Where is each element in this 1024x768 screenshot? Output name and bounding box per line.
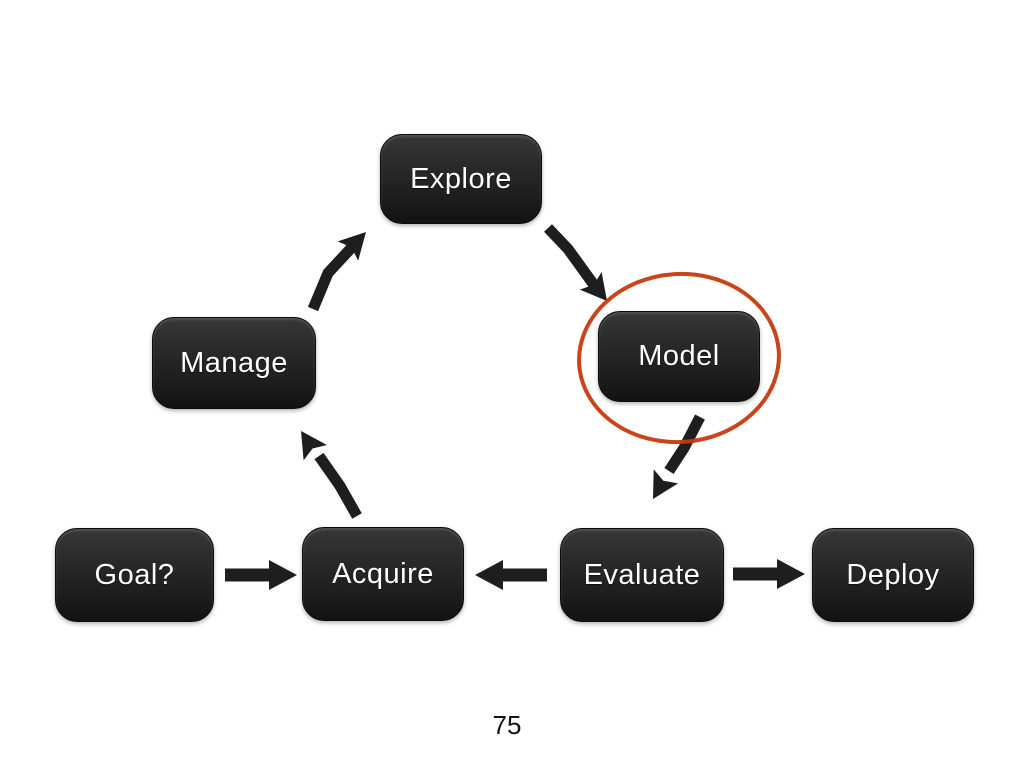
arrow-evaluate-to-deploy bbox=[733, 559, 805, 589]
arrow-evaluate-to-acquire bbox=[475, 560, 547, 590]
node-evaluate-label: Evaluate bbox=[583, 558, 701, 591]
arrow-manage-to-explore bbox=[307, 232, 366, 312]
page-number: 75 bbox=[492, 710, 522, 740]
node-acquire: Acquire bbox=[302, 527, 464, 621]
node-deploy: Deploy bbox=[812, 528, 974, 622]
arrow-goal-to-acquire bbox=[225, 560, 297, 590]
node-explore: Explore bbox=[380, 134, 542, 224]
node-model: Model bbox=[598, 311, 760, 402]
node-explore-label: Explore bbox=[410, 162, 512, 195]
node-manage: Manage bbox=[152, 317, 316, 409]
arrow-explore-to-model bbox=[544, 224, 607, 301]
arrow-model-to-evaluate bbox=[653, 414, 705, 499]
node-deploy-label: Deploy bbox=[846, 558, 940, 591]
arrow-acquire-to-manage bbox=[301, 431, 362, 519]
node-model-label: Model bbox=[638, 340, 720, 372]
node-goal-label: Goal? bbox=[94, 558, 175, 591]
node-manage-label: Manage bbox=[180, 346, 288, 379]
node-evaluate: Evaluate bbox=[560, 528, 724, 622]
node-goal: Goal? bbox=[55, 528, 214, 622]
node-acquire-label: Acquire bbox=[332, 557, 434, 590]
